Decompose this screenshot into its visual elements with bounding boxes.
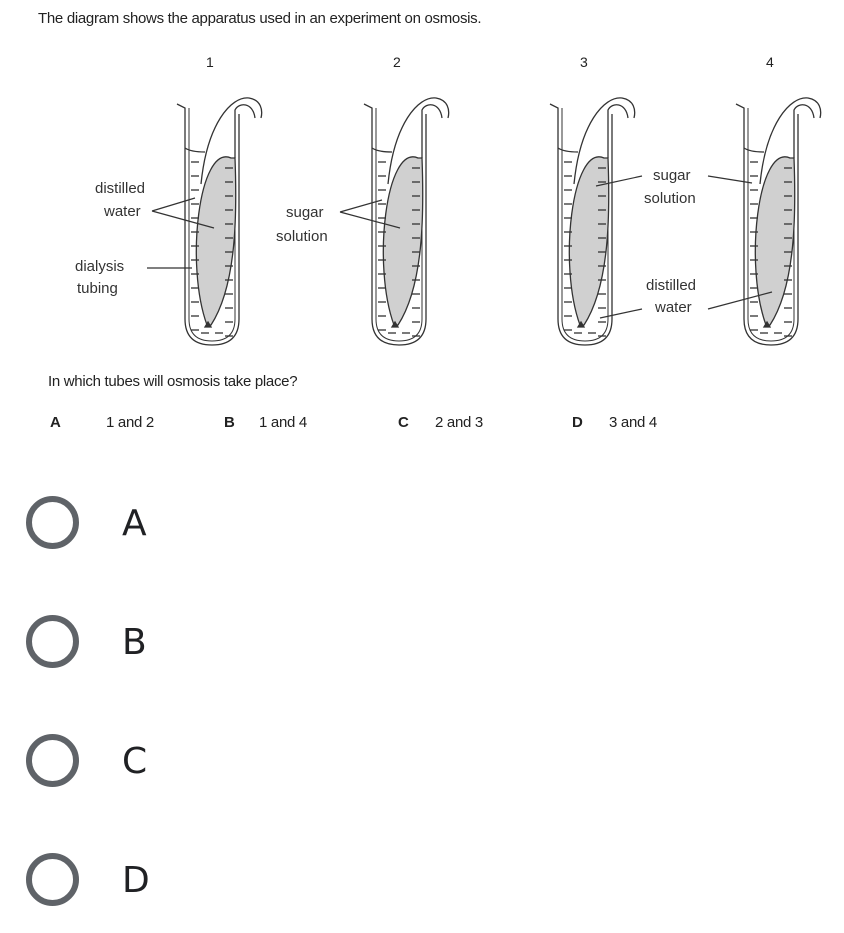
radio-button-d[interactable] xyxy=(26,853,79,906)
leader-sugar-3 xyxy=(595,175,643,187)
tube-number-4: 4 xyxy=(766,54,774,70)
leader-sugar-solution xyxy=(339,199,401,229)
radio-button-a[interactable] xyxy=(26,496,79,549)
bag-knot xyxy=(390,320,400,328)
tube-wall xyxy=(176,103,240,346)
label-distilled: distilled xyxy=(95,180,145,197)
bag-neck-inner xyxy=(793,104,815,158)
bag-neck xyxy=(573,97,636,185)
radio-button-c[interactable] xyxy=(26,734,79,787)
option-d[interactable]: D xyxy=(0,838,400,928)
bag-neck xyxy=(200,97,263,185)
choice-letter-b: B xyxy=(224,414,235,431)
bag-neck-inner xyxy=(607,104,629,158)
liquid-surface xyxy=(371,147,393,153)
tube-inner-wall xyxy=(561,108,609,342)
test-tube-1 xyxy=(176,97,263,346)
tube-wall xyxy=(363,103,427,346)
choice-text-c: 2 and 3 xyxy=(435,414,483,431)
label-sugar: sugar xyxy=(286,204,324,221)
liquid-surface xyxy=(184,147,206,153)
leader-sugar-4 xyxy=(707,175,753,184)
dialysis-bag xyxy=(382,156,424,326)
label-solution-34: solution xyxy=(644,190,696,207)
choice-text-a: 1 and 2 xyxy=(106,414,154,431)
option-a[interactable]: A xyxy=(0,478,400,568)
question-intro: The diagram shows the apparatus used in … xyxy=(38,10,482,27)
option-label-c[interactable]: C xyxy=(122,741,148,782)
dialysis-bag xyxy=(195,156,237,326)
radio-button-b[interactable] xyxy=(26,615,79,668)
bag-neck xyxy=(759,97,822,185)
label-sugar-34: sugar xyxy=(653,167,691,184)
question-prompt: In which tubes will osmosis take place? xyxy=(48,373,298,390)
tube-inner-wall xyxy=(747,108,795,342)
leader-water-3 xyxy=(599,308,643,319)
tube-wall xyxy=(549,103,613,346)
option-label-d[interactable]: D xyxy=(122,860,150,901)
option-b[interactable]: B xyxy=(0,598,400,688)
tube-number-1: 1 xyxy=(206,54,214,70)
tube-wall xyxy=(735,103,799,346)
choice-letter-d: D xyxy=(572,414,583,431)
bag-neck-inner xyxy=(234,104,256,158)
label-distilled-34: distilled xyxy=(646,277,696,294)
test-tube-2 xyxy=(363,97,450,346)
label-dialysis: dialysis xyxy=(75,258,124,275)
test-tube-4 xyxy=(735,97,822,346)
liquid-surface xyxy=(557,147,579,153)
tube-inner-wall xyxy=(375,108,423,342)
option-c[interactable]: C xyxy=(0,718,400,808)
question-image: The diagram shows the apparatus used in … xyxy=(0,0,844,450)
leader-distilled-water xyxy=(151,197,215,229)
choice-letter-a: A xyxy=(50,414,61,431)
tube-inner-wall xyxy=(188,108,236,342)
bag-knot xyxy=(576,320,586,328)
leader-water-4 xyxy=(707,291,773,310)
choice-letter-c: C xyxy=(398,414,409,431)
bag-neck xyxy=(387,97,450,185)
label-tubing: tubing xyxy=(77,280,118,297)
dialysis-bag xyxy=(568,156,610,326)
test-tube-3 xyxy=(549,97,636,346)
tube-number-2: 2 xyxy=(393,54,401,70)
option-label-b[interactable]: B xyxy=(122,622,147,663)
choice-text-b: 1 and 4 xyxy=(259,414,307,431)
bag-neck-inner xyxy=(421,104,443,158)
bag-knot xyxy=(203,320,213,328)
bag-knot xyxy=(762,320,772,328)
tube-number-3: 3 xyxy=(580,54,588,70)
dialysis-bag xyxy=(754,156,796,326)
liquid-surface xyxy=(743,147,765,153)
label-water-34: water xyxy=(654,299,692,316)
choice-text-d: 3 and 4 xyxy=(609,414,657,431)
osmosis-diagram: distilled water dialysis tubing sugar so… xyxy=(75,97,822,346)
label-water: water xyxy=(103,203,141,220)
option-label-a[interactable]: A xyxy=(122,503,147,544)
label-solution: solution xyxy=(276,228,328,245)
